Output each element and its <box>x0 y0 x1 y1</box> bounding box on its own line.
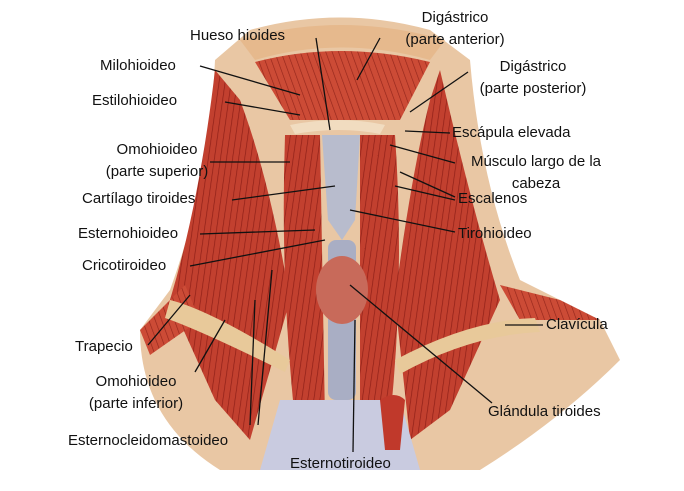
label-line: (parte posterior) <box>479 80 587 97</box>
label-digastric-anterior: Digástrico (parte anterior) <box>390 7 520 51</box>
label-line: (parte superior) <box>105 163 209 180</box>
label-line: (parte inferior) <box>88 395 184 412</box>
label-omohyoid-inferior: Omohioideo (parte inferior) <box>70 371 202 415</box>
label-trapezius: Trapecio <box>75 338 133 355</box>
label-line: Digástrico <box>499 58 567 75</box>
label-clavicle: Clavícula <box>546 316 608 333</box>
label-thyroid-cartilage: Cartílago tiroides <box>82 190 196 207</box>
strap-right <box>360 135 399 420</box>
clavicle-right <box>395 318 540 374</box>
label-scalenes: Escalenos <box>458 190 528 207</box>
label-mylohyoid: Milohioideo <box>100 57 176 74</box>
label-line: Músculo largo de la <box>470 153 602 170</box>
clavicle-left <box>165 300 290 372</box>
label-levator-scapulae: Escápula elevada <box>452 124 571 141</box>
first-rib <box>380 395 405 450</box>
label-line: Omohioideo <box>95 373 177 390</box>
thyroid-gland <box>316 256 368 324</box>
label-hyoid: Hueso hioides <box>190 27 286 44</box>
label-line: Digástrico <box>421 9 489 26</box>
trapezius-right <box>500 285 600 320</box>
label-line: Omohioideo <box>116 141 198 158</box>
thyroid-cartilage <box>322 135 360 240</box>
strap-left <box>283 135 325 420</box>
label-longus-capitis: Músculo largo de la cabeza <box>455 151 617 195</box>
label-thyroid-gland: Glándula tiroides <box>488 403 601 420</box>
label-cricothyroid: Cricotiroideo <box>82 257 167 274</box>
label-stylohyoid: Estilohioideo <box>92 92 178 109</box>
label-sternohyoid: Esternohioideo <box>78 225 179 242</box>
sternum-tendons <box>260 400 420 470</box>
label-sternothyroid: Esternotiroideo <box>290 455 391 472</box>
label-line: cabeza <box>511 175 561 192</box>
label-thyrohyoid: Tirohioideo <box>458 225 532 242</box>
label-digastric-posterior: Digástrico (parte posterior) <box>465 56 601 100</box>
mandible <box>240 25 445 60</box>
mylohyoid <box>255 51 430 120</box>
label-line: (parte anterior) <box>405 31 505 48</box>
hyoid-bone <box>290 120 385 134</box>
leader-lines <box>147 37 543 453</box>
label-sternocleidomastoid: Esternocleidomastoideo <box>68 432 229 449</box>
label-omohyoid-superior: Omohioideo (parte superior) <box>80 139 234 183</box>
